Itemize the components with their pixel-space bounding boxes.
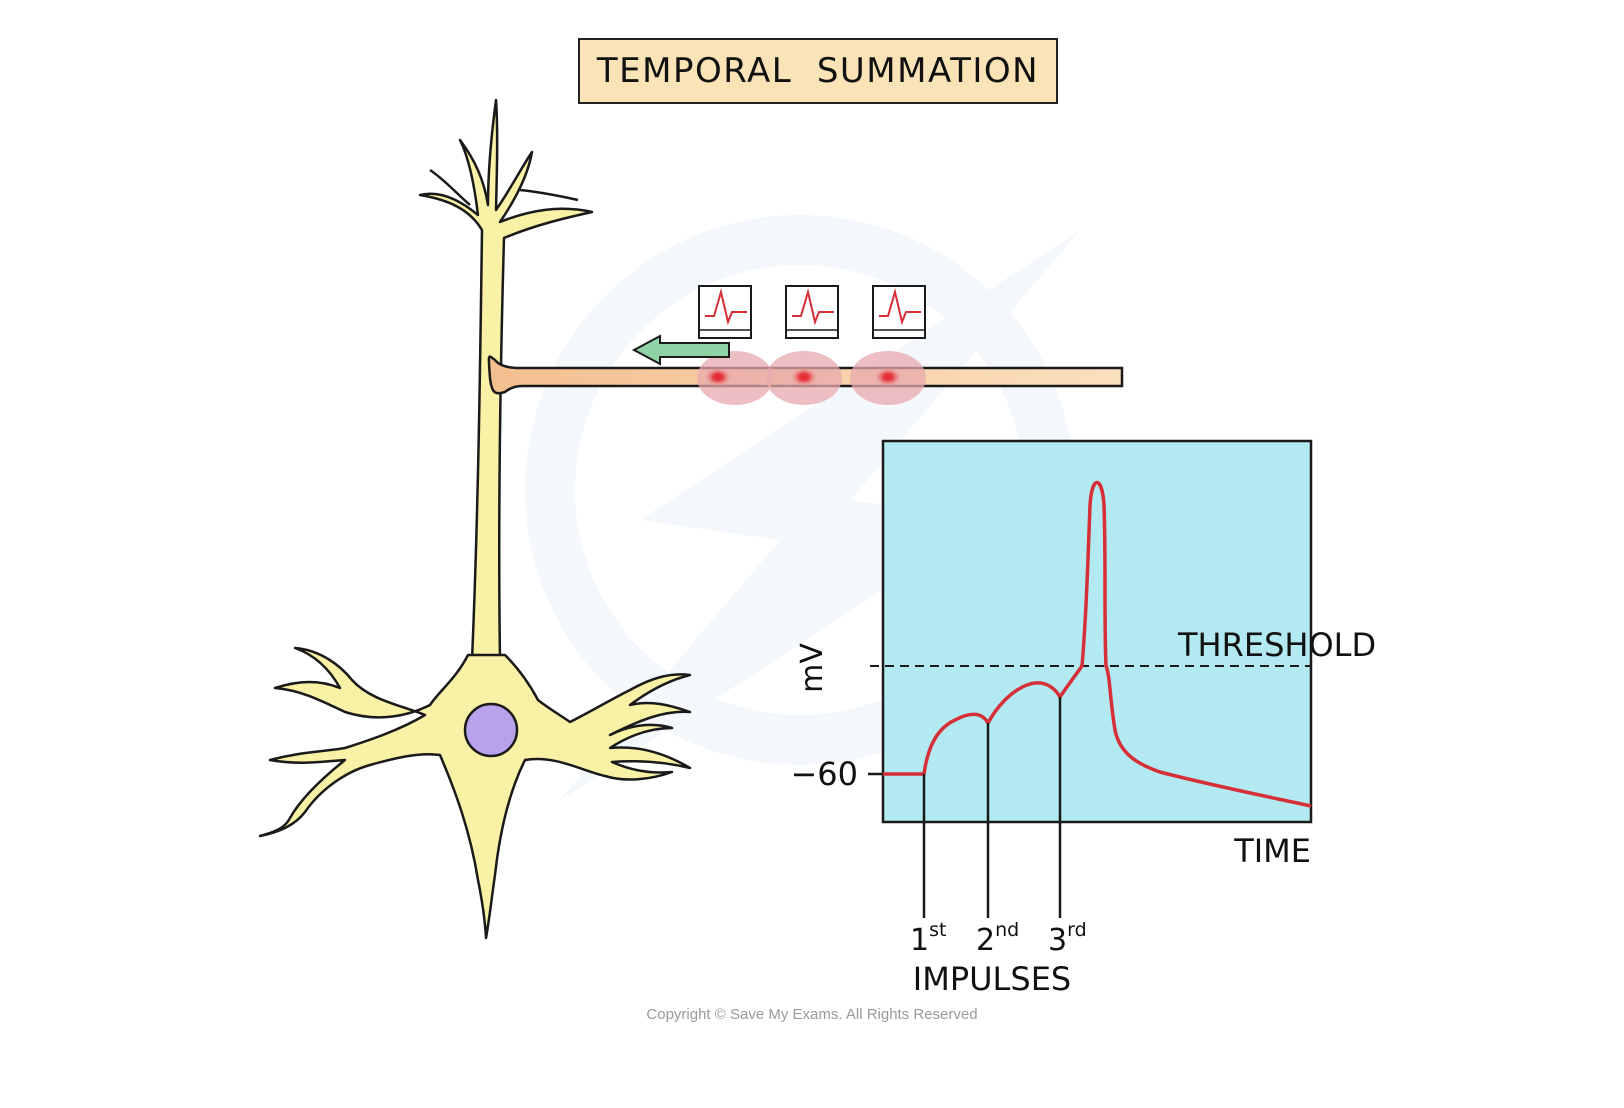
nucleus bbox=[463, 702, 519, 758]
diagram-title: TEMPORAL SUMMATION bbox=[596, 51, 1040, 91]
cell-body bbox=[258, 646, 692, 940]
postsynaptic-neuron bbox=[258, 98, 692, 940]
membrane-potential-trace bbox=[883, 481, 1312, 808]
copyright-notice: Copyright © Save My Exams. All Rights Re… bbox=[646, 1006, 978, 1023]
y-axis-unit: mV bbox=[795, 643, 830, 693]
impulse-label-3: 3rd bbox=[1048, 919, 1087, 958]
impulse-label-2: 2nd bbox=[976, 919, 1019, 958]
graph-area bbox=[881, 439, 1313, 824]
action-potential-icon-2 bbox=[785, 285, 839, 339]
action-potential-icon-1 bbox=[698, 285, 752, 339]
upper-dendrite bbox=[418, 98, 594, 662]
presynaptic-axon bbox=[487, 351, 1124, 405]
impulse-spot-1 bbox=[697, 351, 773, 405]
threshold-label: THRESHOLD bbox=[1177, 626, 1376, 664]
impulses-label: IMPULSES bbox=[913, 960, 1071, 998]
x-axis-label: TIME bbox=[1233, 832, 1311, 870]
title-box: TEMPORAL SUMMATION bbox=[578, 38, 1058, 104]
impulse-direction-arrow bbox=[631, 334, 730, 366]
action-potential-icon-3 bbox=[872, 285, 926, 339]
impulse-label-1: 1st bbox=[910, 919, 946, 958]
y-tick-label: −60 bbox=[790, 755, 858, 793]
membrane-potential-graph: mV −60 THRESHOLD TIME 1st 2nd 3rd IMPULS… bbox=[790, 439, 1376, 998]
